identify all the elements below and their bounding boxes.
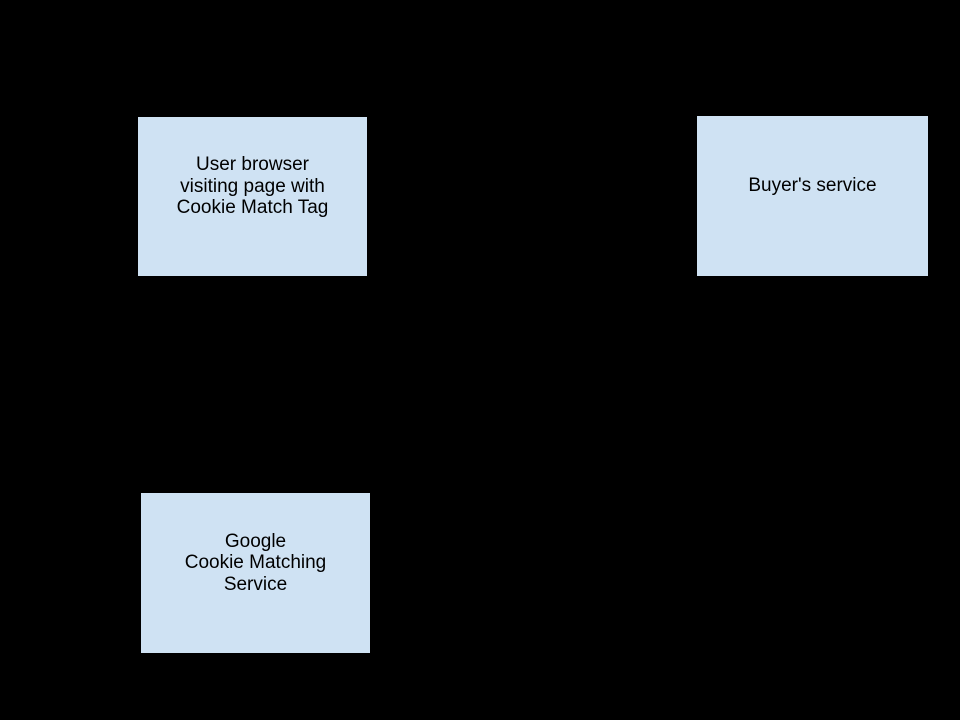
- node-google-cookie-matching-service-label: Google Cookie Matching Service: [184, 530, 327, 595]
- node-google-cookie-matching-service: Google Cookie Matching Service: [140, 492, 371, 654]
- node-buyers-service-label: Buyer's service: [748, 175, 877, 197]
- node-user-browser-label: User browser visiting page with Cookie M…: [176, 154, 329, 219]
- node-user-browser: User browser visiting page with Cookie M…: [137, 116, 368, 277]
- node-buyers-service: Buyer's service: [696, 115, 929, 277]
